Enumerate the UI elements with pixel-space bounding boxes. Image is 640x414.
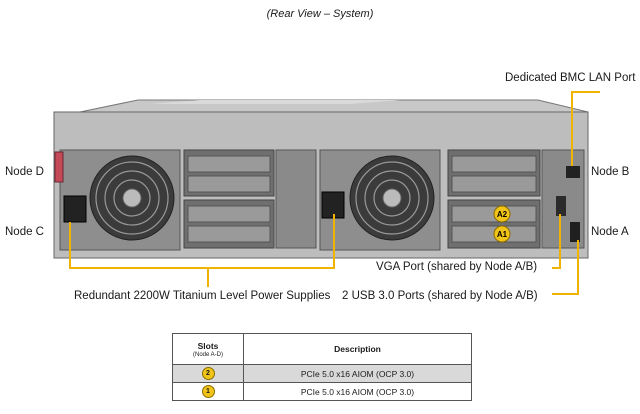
node-d-slot-1 — [187, 175, 271, 193]
table-row: 1 PCIe 5.0 x16 AIOM (OCP 3.0) — [172, 382, 472, 401]
usb-label: 2 USB 3.0 Ports (shared by Node A/B) — [342, 290, 538, 302]
slot-marker-a2-label: A2 — [497, 210, 508, 219]
slot-cell: 2 — [172, 364, 244, 383]
node-c-slot-2 — [187, 205, 271, 223]
description-cell: PCIe 5.0 x16 AIOM (OCP 3.0) — [243, 364, 472, 383]
fan-right-guard-mid — [364, 170, 420, 226]
vga-port — [556, 196, 566, 216]
description-cell: PCIe 5.0 x16 AIOM (OCP 3.0) — [243, 382, 472, 401]
diagram-caption: (Rear View – System) — [266, 8, 374, 20]
server-rear-diagram: A2 A1 — [53, 91, 600, 295]
node-c-slot-1 — [187, 225, 271, 243]
slot-badge: 2 — [201, 367, 215, 380]
node-c-label: Node C — [5, 226, 44, 238]
vga-label: VGA Port (shared by Node A/B) — [376, 261, 538, 273]
power-inlet-left — [63, 195, 87, 223]
chassis-top-ridge — [150, 100, 400, 104]
slots-header: Slots (Node A-D) — [172, 333, 244, 365]
bmc-label: Dedicated BMC LAN Port — [505, 72, 636, 84]
slot-cell: 1 — [172, 382, 244, 401]
fan-right-hub — [382, 188, 402, 208]
callout-psu — [69, 214, 335, 269]
fan-left-guard-outer — [95, 161, 169, 235]
io-left — [275, 149, 317, 249]
fan-left-guard-inner — [113, 179, 151, 217]
fan-right-guard-outer — [355, 161, 429, 235]
callout-bmc — [571, 91, 600, 166]
node-d-slot-2 — [187, 155, 271, 173]
table-header-row: Slots (Node A-D) Description — [172, 333, 472, 365]
table-row: 2 PCIe 5.0 x16 AIOM (OCP 3.0) — [172, 364, 472, 383]
fan-left-hub — [122, 188, 142, 208]
node-d-label: Node D — [5, 166, 44, 178]
node-b-label: Node B — [591, 166, 630, 178]
psu-label: Redundant 2200W Titanium Level Power Sup… — [74, 290, 331, 302]
slot-badge: 1 — [201, 385, 215, 398]
psu-left-handle — [54, 151, 64, 183]
callout-usb — [552, 240, 579, 295]
slots-table: Slots (Node A-D) Description 2 PCIe 5.0 … — [172, 333, 472, 401]
node-b-slot-2 — [451, 155, 537, 173]
fan-right-guard-inner — [373, 179, 411, 217]
fan-left-guard-mid — [104, 170, 160, 226]
node-a-label: Node A — [591, 226, 629, 238]
bmc-port — [566, 166, 580, 178]
description-header: Description — [243, 333, 472, 365]
slots-header-title: Slots — [197, 340, 219, 351]
usb-ports — [570, 222, 580, 242]
slots-header-sub: (Node A-D) — [192, 351, 223, 358]
slot-marker-a2 — [493, 205, 511, 223]
callout-vga — [552, 214, 561, 269]
node-b-slot-1 — [451, 175, 537, 193]
slot-marker-a1-label: A1 — [497, 230, 508, 239]
slot-marker-a1 — [493, 225, 511, 243]
